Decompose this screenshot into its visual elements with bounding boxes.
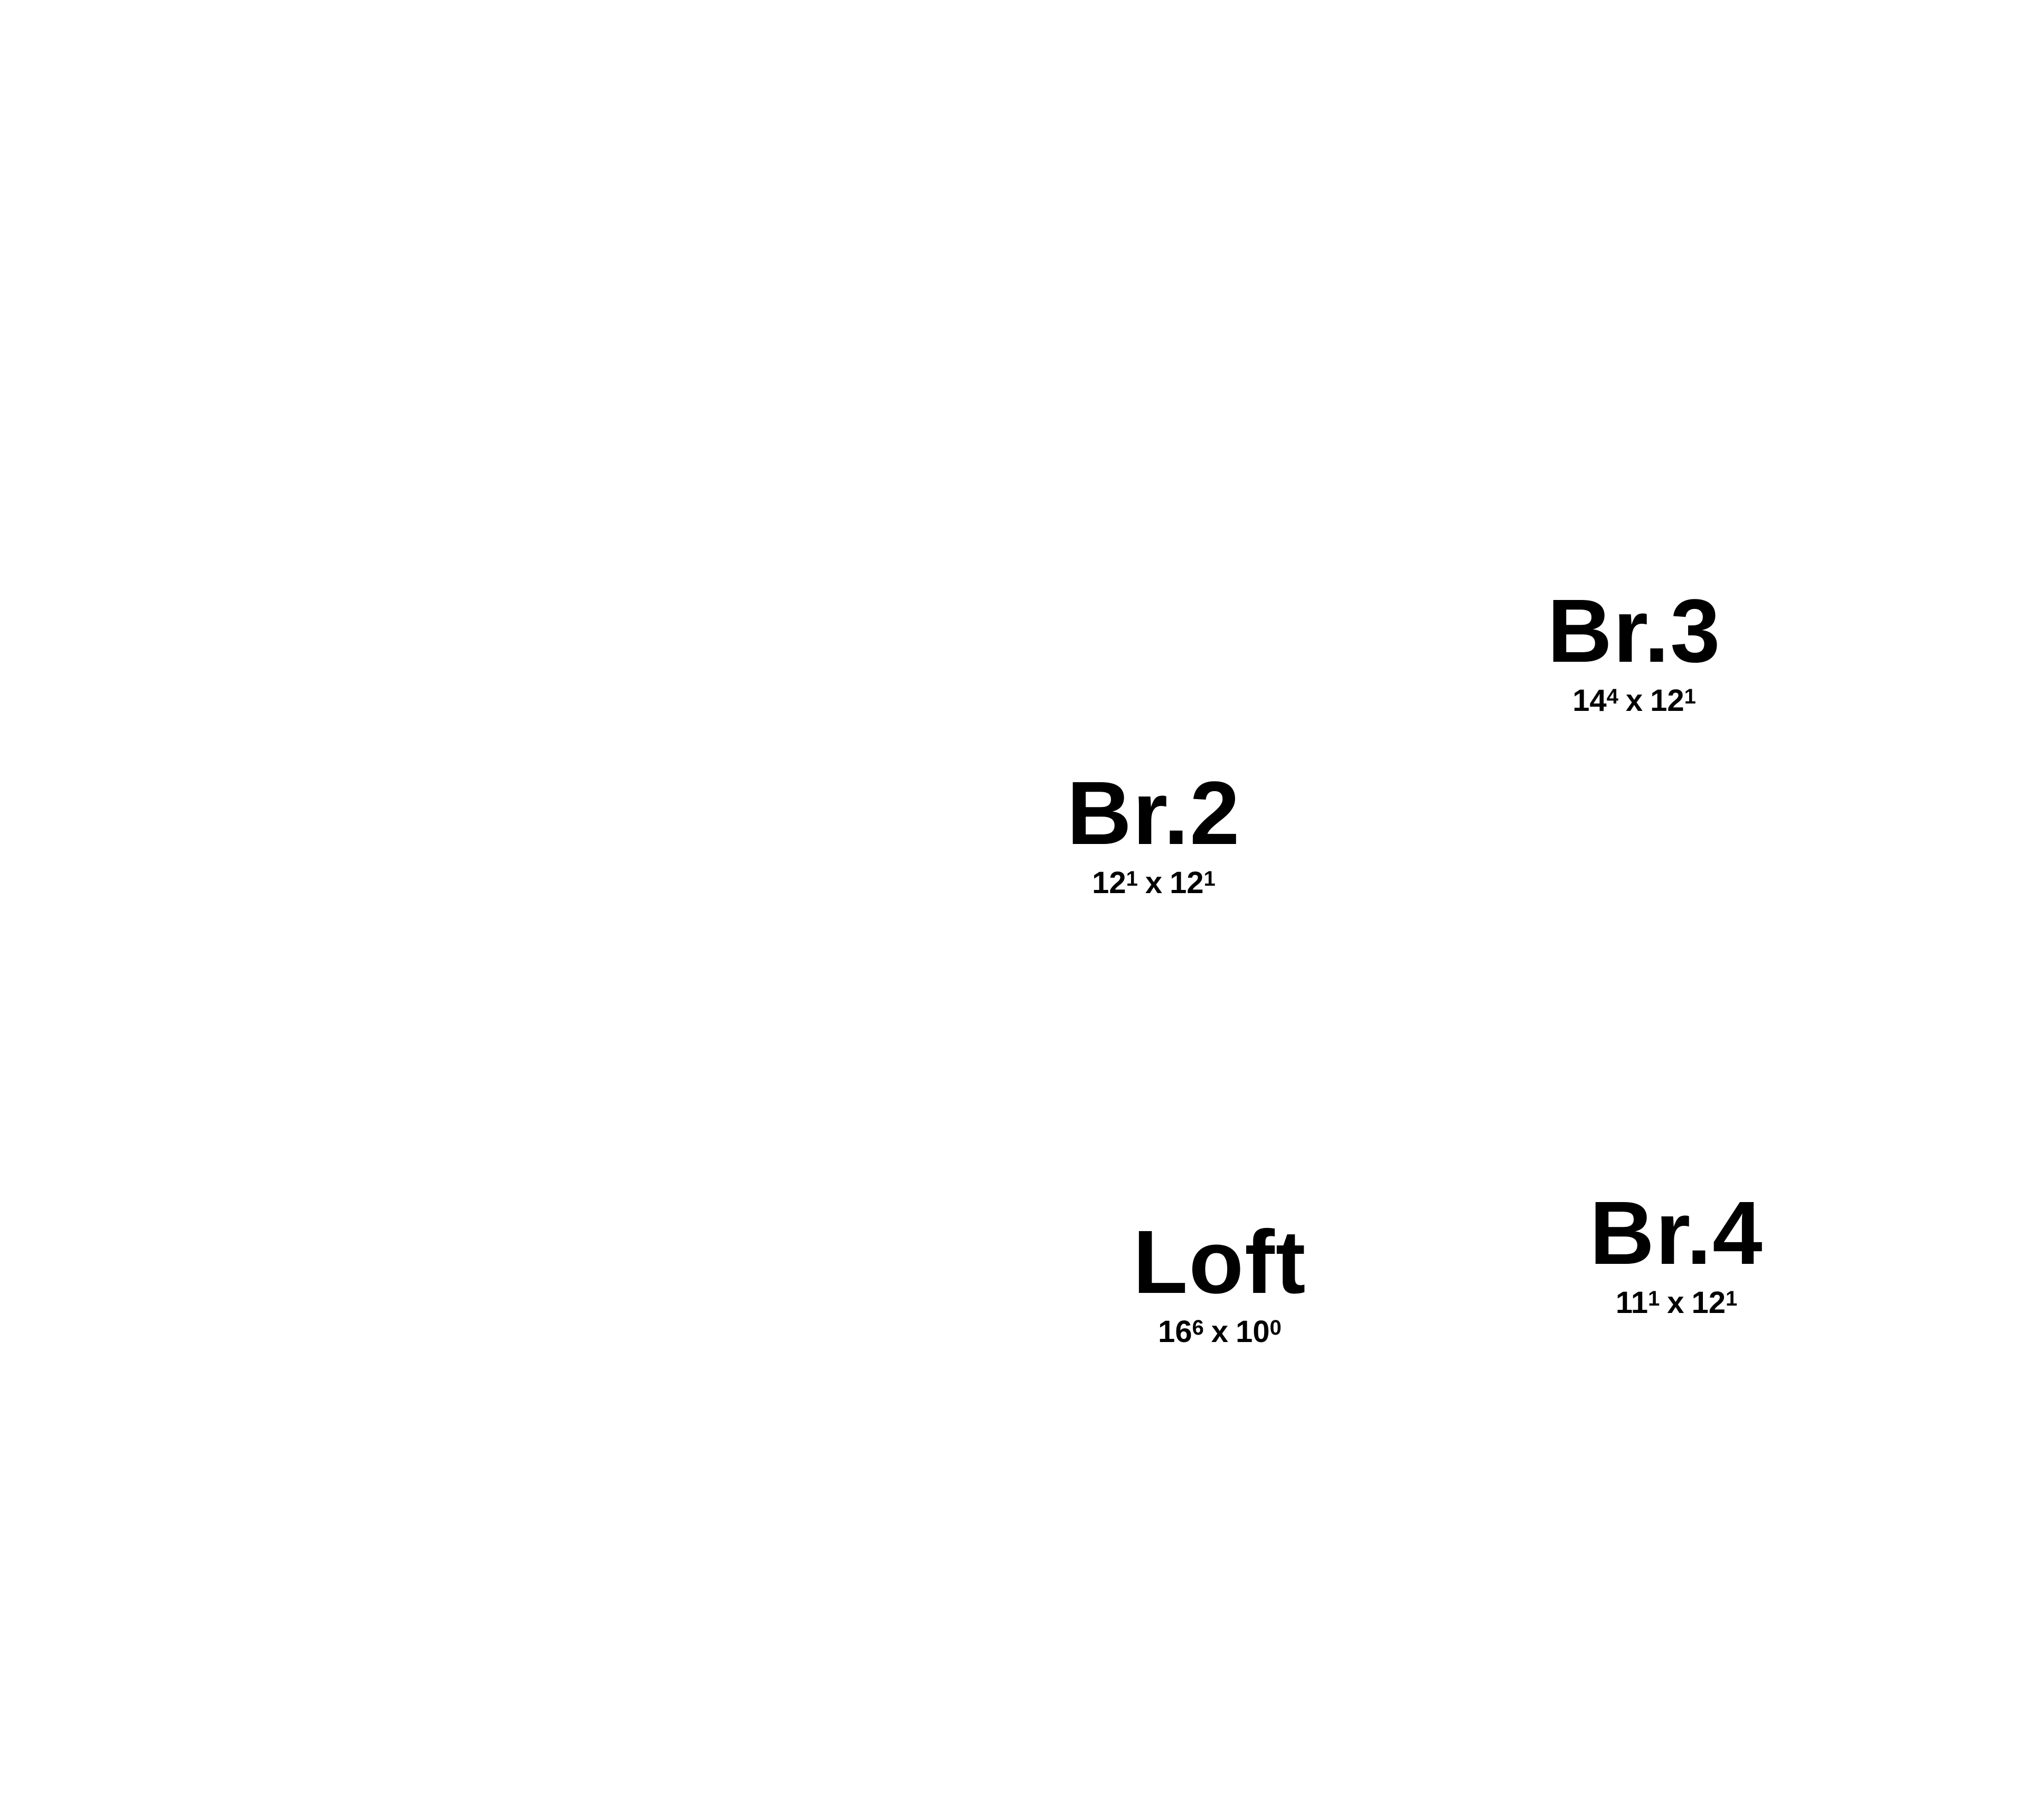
dimension-separator: x (1625, 683, 1643, 718)
dimension-b: 12 (1691, 1286, 1726, 1320)
dimension-b-inches: 1 (1203, 867, 1216, 890)
dimension-b-inches: 0 (1269, 1316, 1282, 1339)
dimension-a: 16 (1158, 1315, 1192, 1349)
dimension-separator: x (1211, 1315, 1229, 1349)
dimension-separator: x (1145, 866, 1163, 900)
room-name: Loft (1133, 1212, 1307, 1312)
dimension-b-inches: 1 (1684, 685, 1696, 708)
dimension-b: 10 (1236, 1315, 1270, 1349)
dimension-a-inches: 1 (1648, 1287, 1660, 1310)
dimension-a: 12 (1092, 866, 1126, 900)
dimension-a-inches: 4 (1606, 685, 1618, 708)
dimension-b-inches: 1 (1726, 1287, 1738, 1310)
dimension-a-inches: 1 (1126, 867, 1138, 890)
room-name: Br.3 (1547, 581, 1721, 681)
dimension-a: 14 (1572, 683, 1607, 718)
dimension-b: 12 (1650, 683, 1684, 718)
dimension-a: 11 (1615, 1286, 1649, 1320)
room-name: Br.4 (1589, 1183, 1764, 1283)
room-name: Br.2 (1067, 763, 1241, 864)
dimension-b: 12 (1170, 866, 1204, 900)
dimension-a-inches: 6 (1192, 1316, 1204, 1339)
dimension-separator: x (1667, 1286, 1684, 1320)
